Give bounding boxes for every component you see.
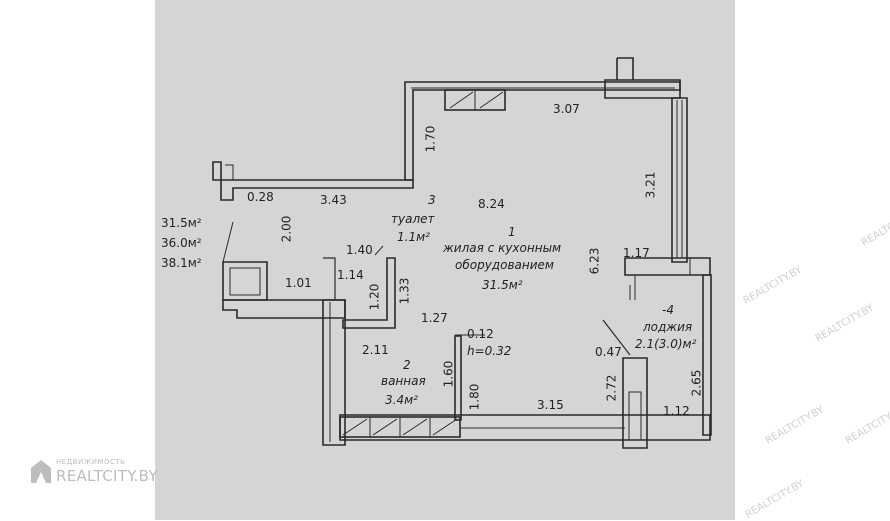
watermark-rotated-5: REALTCITY.BY — [843, 404, 890, 447]
wall-toilet — [342, 257, 396, 329]
dim-1-80: 1.80 — [467, 383, 482, 411]
realtcity-logo: НЕДВИЖИМОСТЬ REALTCITY.BY — [30, 458, 158, 488]
room-4-number: -4 — [662, 303, 674, 317]
watermark-rotated-2: REALTCITY.BY — [741, 264, 804, 307]
room-2-number: 2 — [403, 358, 411, 372]
watermark-rotated-6: REALTCITY.BY — [743, 478, 806, 521]
room-1-area: 31.5м² — [482, 278, 523, 292]
dim-2-65: 2.65 — [689, 369, 704, 397]
room-1-name-line2: оборудованием — [455, 258, 554, 272]
wall-left-lower — [222, 299, 346, 319]
wall-bath-right — [454, 335, 462, 421]
dim-0-47: 0.47 — [595, 345, 622, 359]
watermark-rotated-1: REALTCITY.BY — [859, 206, 890, 249]
room-4-name: лоджия — [643, 320, 693, 334]
dim-1-27: 1.27 — [421, 311, 448, 325]
room-4-area: 2.1(3.0)м² — [635, 337, 697, 351]
room-2-name: ванная — [381, 374, 426, 388]
area-total: 36.0м² — [161, 236, 202, 250]
wall-top — [404, 81, 681, 181]
dim-1-33: 1.33 — [397, 277, 412, 305]
column-loggia — [622, 357, 648, 449]
dim-2-72: 2.72 — [604, 374, 619, 402]
area-total-with-loggia: 38.1м² — [161, 256, 202, 270]
logo-brand: REALTCITY.BY — [56, 467, 158, 485]
loggia-door — [602, 319, 631, 356]
wall-upper-left — [212, 161, 414, 201]
room-1-name-line1: жилая с кухонным — [443, 241, 562, 255]
room-3-number: 3 — [428, 193, 436, 207]
dim-3-21: 3.21 — [643, 171, 658, 199]
dim-1-40: 1.40 — [346, 243, 373, 257]
room-3-area: 1.1м² — [397, 230, 430, 244]
dim-3-15: 3.15 — [537, 398, 564, 412]
dim-2-00: 2.00 — [279, 215, 294, 243]
wall-right-mid — [624, 257, 711, 276]
dim-1-60: 1.60 — [441, 360, 456, 388]
room-1-number: 1 — [508, 225, 516, 239]
dim-3-07: 3.07 — [553, 102, 580, 116]
room-2-area: 3.4м² — [385, 393, 418, 407]
height-label: h=0.32 — [467, 344, 512, 358]
dim-1-17: 1.17 — [623, 246, 650, 260]
dim-1-70: 1.70 — [423, 125, 438, 153]
dim-0-28: 0.28 — [247, 190, 274, 204]
floor-plan-sheet: 31.5м² 36.0м² 38.1м² 1 жилая с кухонным … — [155, 0, 735, 520]
wall-loggia — [702, 274, 712, 436]
wall-right-upper — [671, 97, 688, 263]
dim-1-20: 1.20 — [367, 283, 382, 311]
house-icon — [31, 460, 51, 483]
leader-toilet — [374, 245, 384, 256]
logo-tagline: НЕДВИЖИМОСТЬ — [56, 458, 126, 466]
room-3-name: туалет — [391, 212, 435, 226]
wall-corner-top-right — [616, 57, 634, 80]
dim-2-11: 2.11 — [362, 343, 389, 357]
watermark-rotated-4: REALTCITY.BY — [763, 404, 826, 447]
dim-3-43: 3.43 — [320, 193, 347, 207]
watermark-rotated-3: REALTCITY.BY — [813, 302, 876, 345]
area-living: 31.5м² — [161, 216, 202, 230]
dim-0-12: 0.12 — [467, 327, 494, 341]
floor-plan-drawing — [212, 57, 712, 449]
wall-bath-left — [322, 299, 346, 446]
dim-1-14: 1.14 — [337, 268, 364, 282]
dim-1-01: 1.01 — [285, 276, 312, 290]
leader-area — [222, 221, 234, 263]
dim-8-24: 8.24 — [478, 197, 505, 211]
dim-1-12: 1.12 — [663, 404, 690, 418]
dim-6-23: 6.23 — [587, 247, 602, 275]
